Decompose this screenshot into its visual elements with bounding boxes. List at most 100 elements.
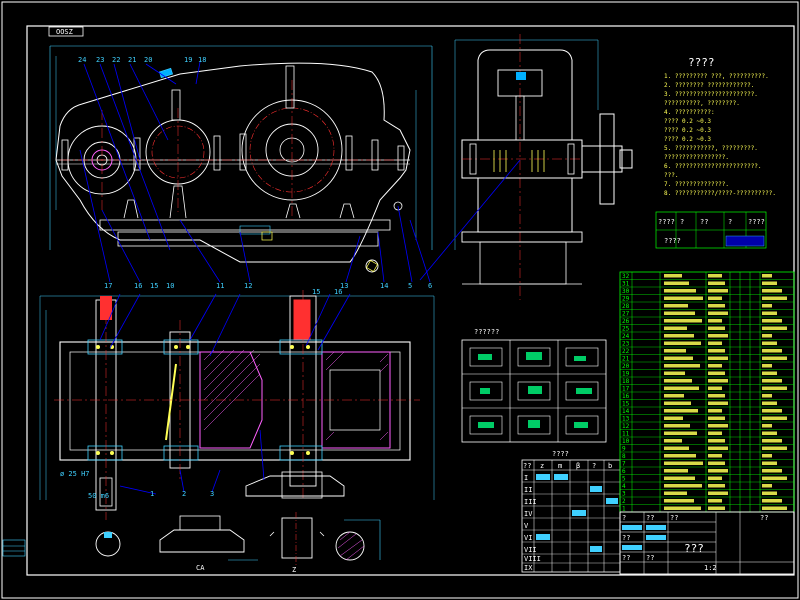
parts-list-item-number: 9: [622, 446, 626, 453]
balloon-21: 21: [128, 56, 136, 64]
gear-row-6: VI: [524, 534, 532, 542]
performance-table: ???? ? ?? ? ???? ????: [655, 211, 767, 249]
parts-list-item-number: 6: [622, 468, 626, 475]
balloon-15b: 15: [312, 288, 320, 296]
parts-list-material-cell: [708, 386, 722, 390]
front-view-balloons: 24 23 22 21 20 19 18 17 16 15 10 11 12 1…: [78, 56, 432, 290]
tech-req-line-1: 1. ????????? ???, ??????????.: [664, 73, 769, 80]
parts-list-item-number: 4: [622, 483, 626, 490]
tech-req-line-3: 3. ??????????????????????.: [664, 91, 758, 98]
parts-list-note-cell: [762, 304, 772, 308]
gear-row-1: I: [524, 474, 528, 482]
title-block-sheet: ??: [760, 514, 768, 522]
tech-req-line-10: ?????????????????.: [664, 154, 729, 161]
parts-list-material-cell: [708, 424, 728, 428]
balloon-3: 3: [210, 490, 214, 498]
title-label-6: ??: [646, 554, 654, 562]
balloon-20: 20: [144, 56, 152, 64]
parts-list-material-cell: [708, 371, 725, 375]
gear-row-5: V: [524, 522, 529, 530]
parts-list-name-cell: [664, 424, 690, 428]
gear-row-8: VIII: [524, 555, 541, 563]
parts-list-material-cell: [708, 446, 728, 450]
gear-row-7: VII: [524, 546, 537, 554]
parts-list-material-cell: [708, 469, 728, 473]
gear-row-2: II: [524, 486, 532, 494]
parts-list-note-cell: [762, 311, 777, 315]
parts-list-note-cell: [762, 371, 777, 375]
housing-cover: [55, 62, 411, 263]
mesh-pattern-grid: ??????: [461, 328, 607, 443]
parts-list-name-cell: [664, 439, 682, 443]
parts-list-material-cell: [708, 499, 722, 503]
parts-list-name-cell: [664, 319, 702, 323]
tech-req-line-5: 4. ??????????:: [664, 109, 715, 116]
parts-list-name-cell: [664, 446, 689, 450]
gear-row-9: IX: [524, 564, 533, 572]
parts-list-name-cell: [664, 371, 685, 375]
parts-list-item-number: 21: [622, 356, 630, 363]
balloon-12: 12: [244, 282, 252, 290]
parts-list-material-cell: [708, 506, 725, 510]
view-label-z: Z: [292, 566, 296, 574]
balloon-16b: 16: [334, 288, 342, 296]
parts-list-material-cell: [708, 394, 725, 398]
parts-list-name-cell: [664, 364, 700, 368]
gear-table-heading: ????: [552, 450, 569, 458]
parts-list-name-cell: [664, 289, 696, 293]
parts-list-note-cell: [762, 476, 787, 480]
parts-list-item-number: 13: [622, 416, 630, 423]
parts-list-material-cell: [708, 341, 722, 345]
parts-list-material-cell: [708, 379, 728, 383]
parts-list-name-cell: [664, 454, 696, 458]
gear-col-3: m: [558, 462, 562, 470]
tech-req-line-12: ???.: [664, 172, 678, 179]
title-block: ? ?? ?? ?? ?? ?? ??? 1:2 ??: [619, 511, 795, 575]
gear-col-1: ??: [523, 462, 531, 470]
parts-list-note-cell: [762, 356, 787, 360]
title-label-4: ??: [622, 534, 630, 542]
gear-col-2: z: [540, 462, 544, 470]
balloon-11: 11: [216, 282, 224, 290]
parts-list-name-cell: [664, 356, 693, 360]
parts-list-note-cell: [762, 439, 782, 443]
parts-list-note-cell: [762, 506, 787, 510]
title-label-1: ?: [622, 514, 626, 522]
gear-parameter-table: ???? ?? z m β ? b I II III IV V VI VII V…: [521, 450, 621, 573]
tech-req-line-13: 7. ??????????????.: [664, 181, 729, 188]
parts-list-note-cell: [762, 454, 772, 458]
parts-list-note-cell: [762, 416, 787, 420]
parts-list-material-cell: [708, 484, 725, 488]
parts-list-item-number: 16: [622, 393, 630, 400]
tech-req-line-2: 2. ???????? ????????????.: [664, 82, 754, 89]
parts-list-name-cell: [664, 431, 697, 435]
balloon-14: 14: [380, 282, 388, 290]
parts-list-item-number: 25: [622, 326, 630, 333]
parts-list-name-cell: [664, 461, 703, 465]
parts-list-material-cell: [708, 311, 728, 315]
parts-list-material-cell: [708, 289, 728, 293]
technical-requirements: ???? 1. ????????? ???, ??????????. 2. ??…: [664, 56, 776, 197]
parts-list-name-cell: [664, 311, 695, 315]
parts-list-item-number: 3: [622, 491, 626, 498]
left-sheet-marker: [2, 539, 26, 557]
parts-list-name-cell: [664, 349, 686, 353]
parts-list-note-cell: [762, 379, 782, 383]
parts-list-name-cell: [664, 341, 701, 345]
parts-list-item-number: 7: [622, 461, 626, 468]
parts-list-item-number: 32: [622, 273, 630, 280]
parts-list-item-number: 30: [622, 288, 630, 295]
parts-list-name-cell: [664, 491, 687, 495]
parts-list-material-cell: [708, 304, 725, 308]
parts-list-name-cell: [664, 379, 692, 383]
parts-list-note-cell: [762, 319, 782, 323]
parts-list-note-cell: [762, 334, 772, 338]
parts-list-item-number: 17: [622, 386, 630, 393]
svg-text:ø 25 H7: ø 25 H7: [60, 470, 90, 478]
parts-list-item-number: 15: [622, 401, 630, 408]
balloon-23: 23: [96, 56, 104, 64]
parts-list-item-number: 10: [622, 438, 630, 445]
parts-list-item-number: 24: [622, 333, 630, 340]
